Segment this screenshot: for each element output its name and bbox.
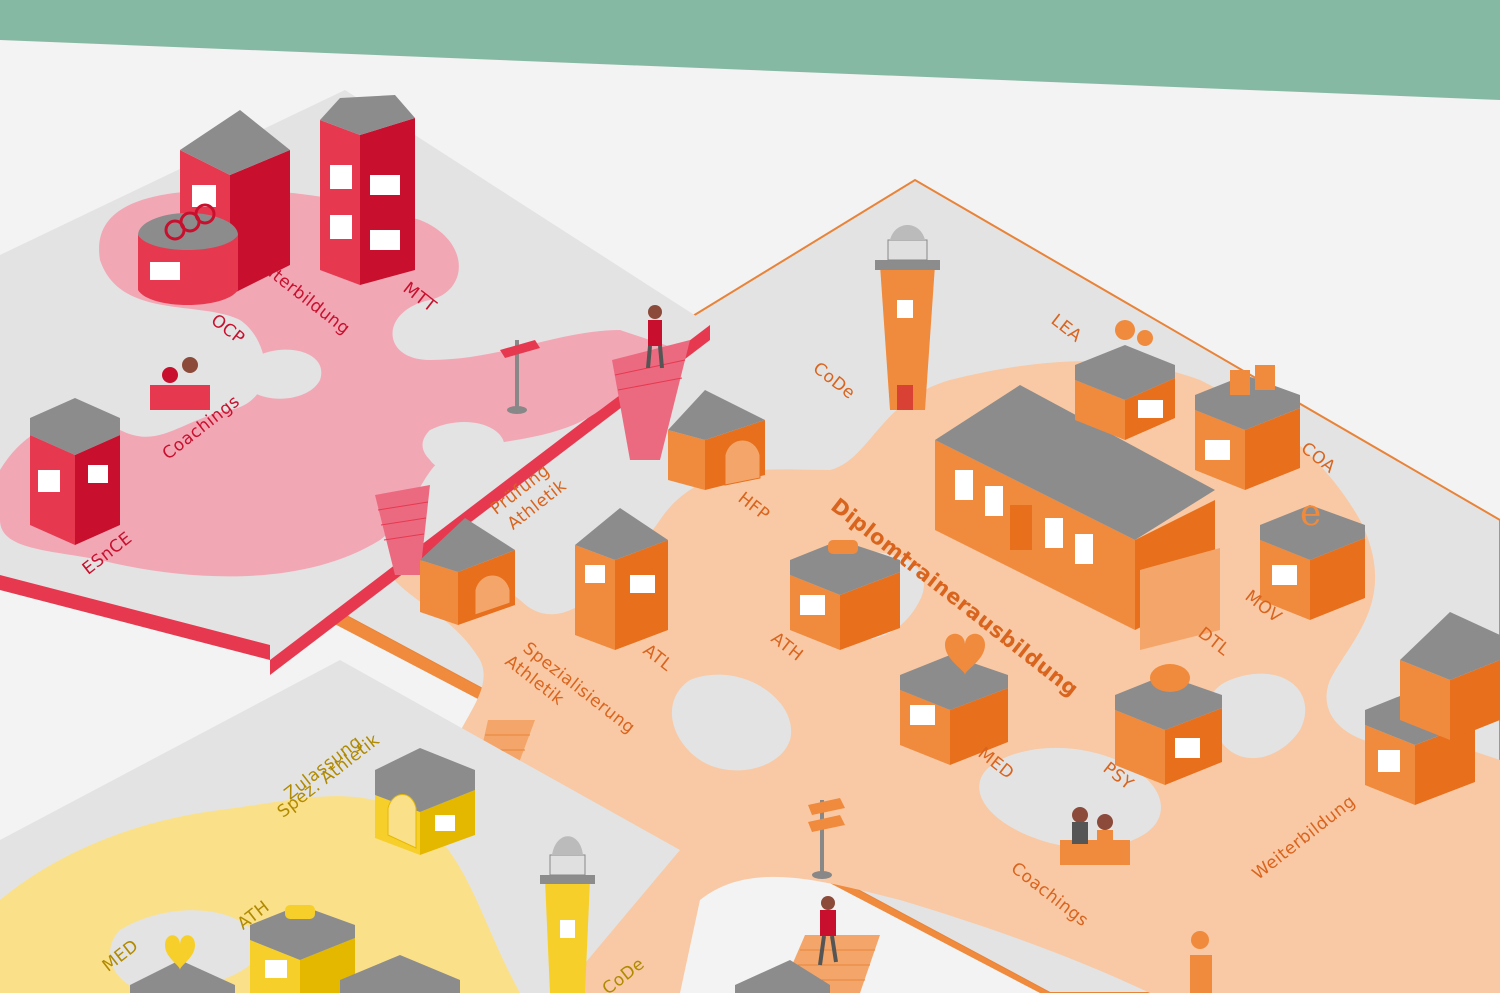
building-esnce <box>30 398 120 545</box>
stairs-red <box>375 340 690 575</box>
building-coa <box>1195 365 1300 490</box>
lighthouse-code <box>875 225 940 410</box>
building-weiterbildung-orange <box>1365 612 1500 805</box>
building-psy <box>1115 664 1222 785</box>
building-mov: e <box>1260 493 1365 620</box>
yellow-platform <box>0 660 680 993</box>
building-mtt-tower <box>320 95 415 285</box>
info-icon-orange <box>1190 931 1212 993</box>
building-med-orange <box>900 633 1008 765</box>
lighthouse-yellow <box>540 836 595 993</box>
building-zulassung <box>375 748 475 855</box>
house-yellow-bottom <box>340 955 460 993</box>
coachings-bench-orange <box>1060 807 1130 865</box>
building-diplomtrainer <box>935 385 1220 650</box>
building-ocp-round <box>138 203 238 305</box>
person-top-red <box>646 305 664 369</box>
signpost-orange <box>808 798 845 879</box>
building-hfp <box>668 390 765 490</box>
signpost-red <box>500 340 540 414</box>
building-ath-orange <box>790 540 900 650</box>
coachings-bench-red <box>150 357 210 410</box>
building-ath-yellow <box>250 905 355 993</box>
building-pruefung <box>420 518 515 625</box>
svg-text:e: e <box>1300 493 1321 534</box>
building-lea <box>1075 320 1175 440</box>
building-atl <box>575 508 668 650</box>
person-bottom-orange <box>818 896 838 966</box>
building-med-yellow <box>130 935 235 993</box>
house-bottom-center <box>735 960 830 993</box>
